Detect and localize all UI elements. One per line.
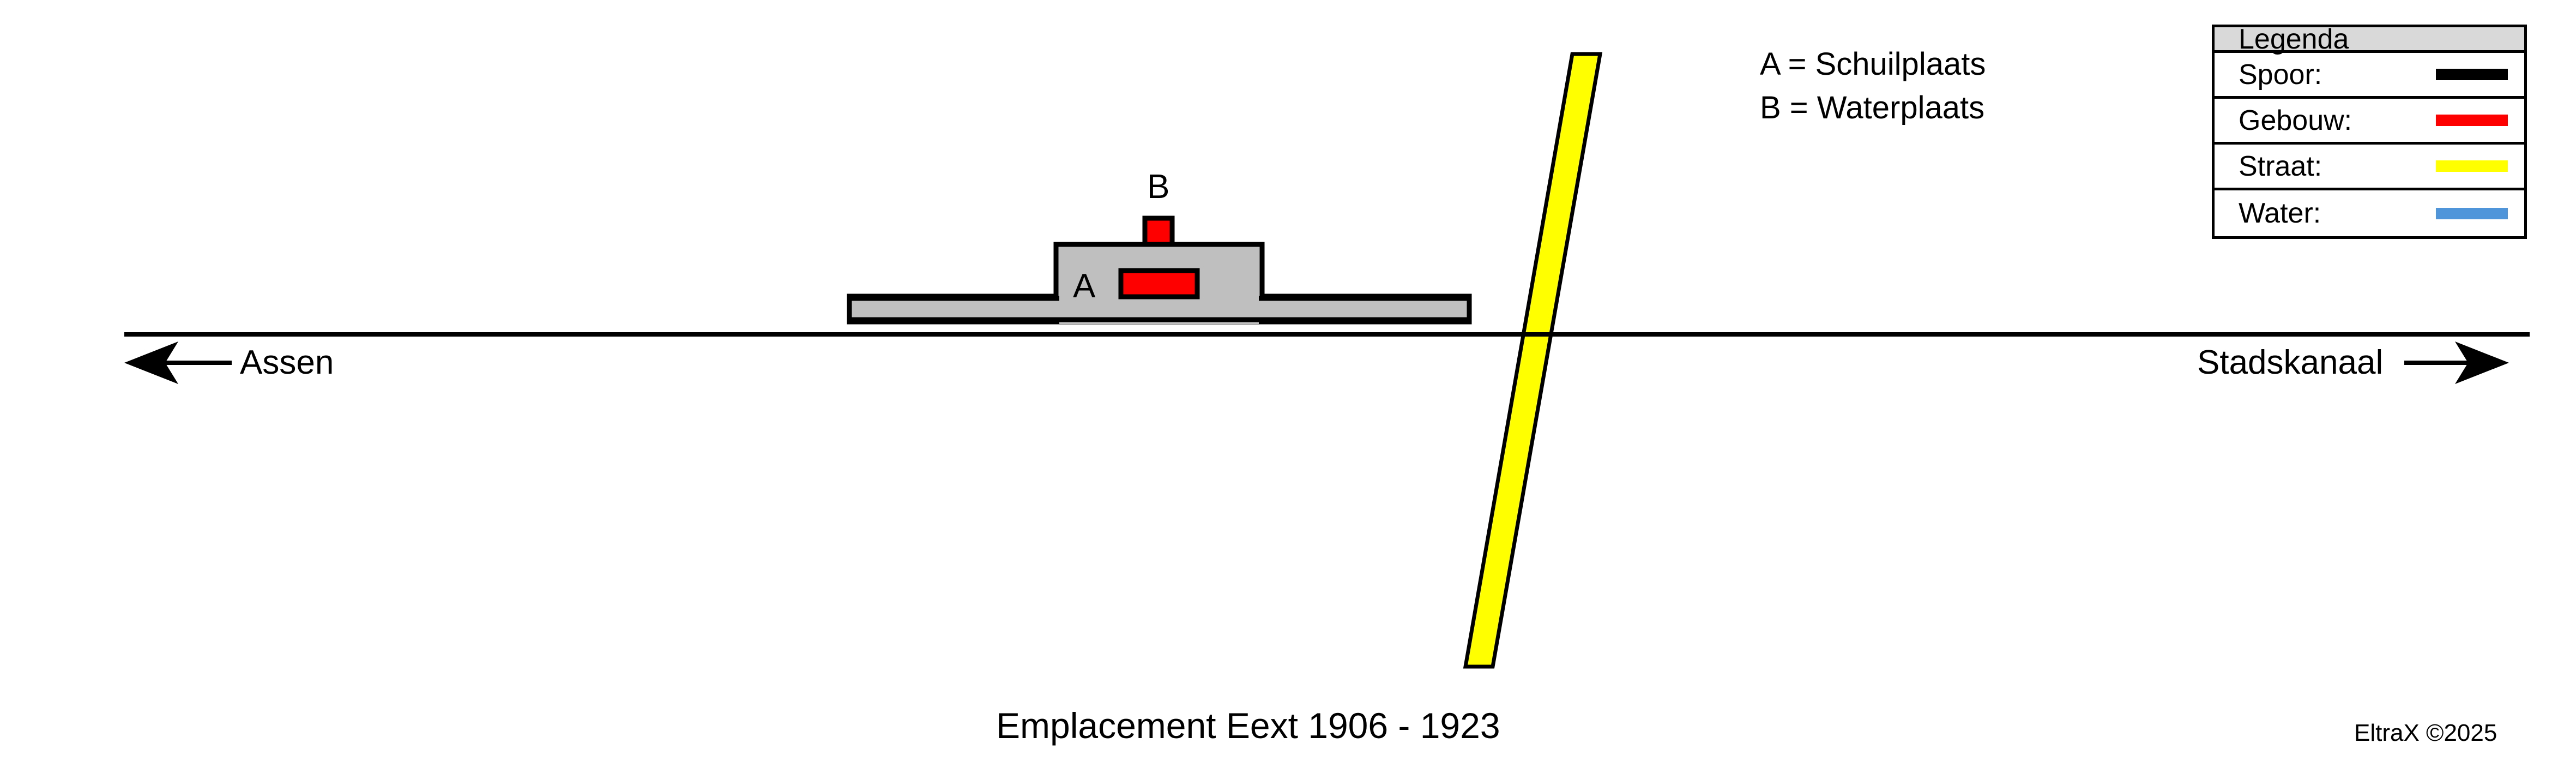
legend-swatch-gebouw	[2436, 115, 2508, 126]
building-label-a: A	[1073, 267, 1096, 305]
legend-swatch-spoor	[2436, 69, 2508, 80]
direction-label-stadskanaal: Stadskanaal	[2197, 344, 2384, 381]
building-a-schuilplaats	[1118, 268, 1200, 299]
direction-label-assen: Assen	[240, 344, 334, 381]
legend-header-label: Legenda	[2239, 23, 2349, 55]
legend-key-note-a: A = Schuilplaats	[1760, 46, 1986, 82]
legend-row-spoor: Spoor:	[2215, 53, 2524, 99]
legend-row-straat-label: Straat:	[2239, 150, 2322, 182]
legend-box: Legenda Spoor: Gebouw: Straat: Water:	[2212, 25, 2527, 239]
page-title: Emplacement Eext 1906 - 1923	[996, 705, 1500, 746]
legend-row-straat: Straat:	[2215, 145, 2524, 190]
legend-row-gebouw-label: Gebouw:	[2239, 104, 2352, 136]
direction-arrow-right	[2404, 341, 2509, 384]
legend-row-spoor-label: Spoor:	[2239, 58, 2322, 91]
legend-row-water-label: Water:	[2239, 197, 2321, 229]
legend-swatch-water	[2436, 207, 2508, 219]
direction-arrow-left	[124, 341, 232, 384]
legend-row-water: Water:	[2215, 190, 2524, 236]
legend-key-note-b: B = Waterplaats	[1760, 90, 1985, 126]
legend-header: Legenda	[2215, 23, 2524, 55]
building-label-b: B	[1147, 168, 1170, 206]
credit-label: EltraX ©2025	[2354, 720, 2497, 746]
building-b-waterplaats	[1142, 215, 1175, 247]
legend-key-notes: A = Schuilplaats B = Waterplaats	[1760, 43, 2141, 130]
street-straat	[1463, 52, 1603, 669]
legend-swatch-straat	[2436, 160, 2508, 172]
legend-row-gebouw: Gebouw:	[2215, 99, 2524, 145]
